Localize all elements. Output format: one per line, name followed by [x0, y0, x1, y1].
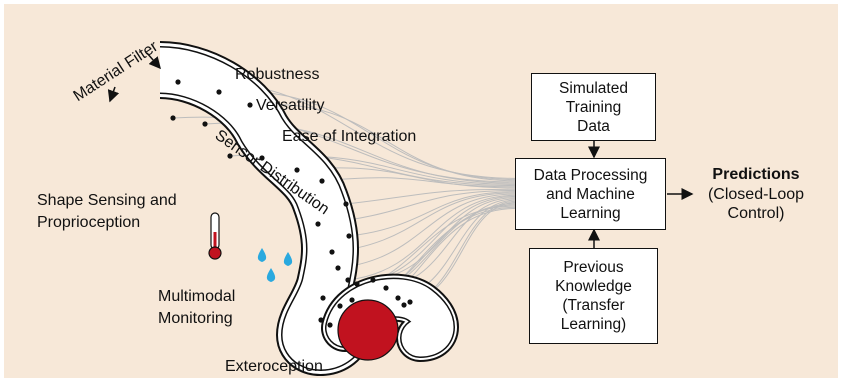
predictions-title: Predictions: [712, 166, 800, 183]
sensor-dot: [175, 79, 181, 85]
wiring-line: [337, 193, 518, 269]
sensor-dot: [407, 299, 413, 305]
sensor-dot: [227, 153, 233, 159]
wiring-line: [249, 103, 518, 182]
sensor-dot: [383, 285, 389, 291]
sensor-dot: [335, 265, 341, 271]
data-processing-box: Data Processing and Machine Learning: [515, 158, 666, 230]
sensor-dot: [247, 102, 253, 108]
sensor-dot: [329, 249, 335, 255]
sensor-dot: [349, 297, 355, 303]
simulated-training-data-box: Simulated Training Data: [531, 73, 656, 141]
robustness-label: Robustness: [235, 66, 320, 83]
sensor-dot: [345, 277, 351, 283]
sensor-dot: [216, 89, 222, 95]
sensor-dot: [259, 155, 265, 161]
predictions-subtitle: (Closed-Loop Control): [707, 186, 805, 222]
water-drop-icon: [257, 248, 293, 282]
thermometer-icon: [208, 212, 222, 260]
material-filter-arrow-left: [107, 86, 120, 103]
previous-knowledge-box: Previous Knowledge (Transfer Learning): [529, 248, 658, 344]
sensor-dot: [320, 295, 326, 301]
sensor-dot: [370, 277, 376, 283]
sensor-dot: [202, 121, 208, 127]
wiring-line: [348, 191, 518, 237]
sensor-dot: [346, 233, 352, 239]
material-filter-arrow-top: [146, 52, 161, 70]
sensor-dot: [319, 178, 325, 184]
sensor-dot: [294, 167, 300, 173]
wiring-line: [331, 192, 518, 253]
sensor-dot: [170, 115, 176, 121]
sensor-skin-body: [158, 41, 459, 376]
wiring-line: [345, 188, 518, 205]
wiring-line: [321, 177, 518, 188]
sensor-dot: [343, 201, 349, 207]
wiring-line: [347, 194, 518, 281]
contact-object-icon: [337, 299, 399, 361]
versatility-label: Versatility: [256, 97, 325, 114]
sensor-dot: [315, 221, 321, 227]
sensor-dot: [318, 317, 324, 323]
shape-sensing-label: Shape Sensing and Proprioception: [37, 192, 177, 231]
sensor-dot: [395, 295, 401, 301]
ease-of-integration-label: Ease of Integration: [282, 128, 417, 145]
sensor-dots: [170, 79, 413, 328]
sensor-dot: [401, 302, 407, 308]
exteroception-label: Exteroception: [225, 358, 323, 375]
sensor-dot: [327, 322, 333, 328]
sensor-dot: [337, 303, 343, 309]
sensor-dot: [354, 281, 360, 287]
multimodal-monitoring-label: Multimodal Monitoring: [158, 288, 236, 327]
